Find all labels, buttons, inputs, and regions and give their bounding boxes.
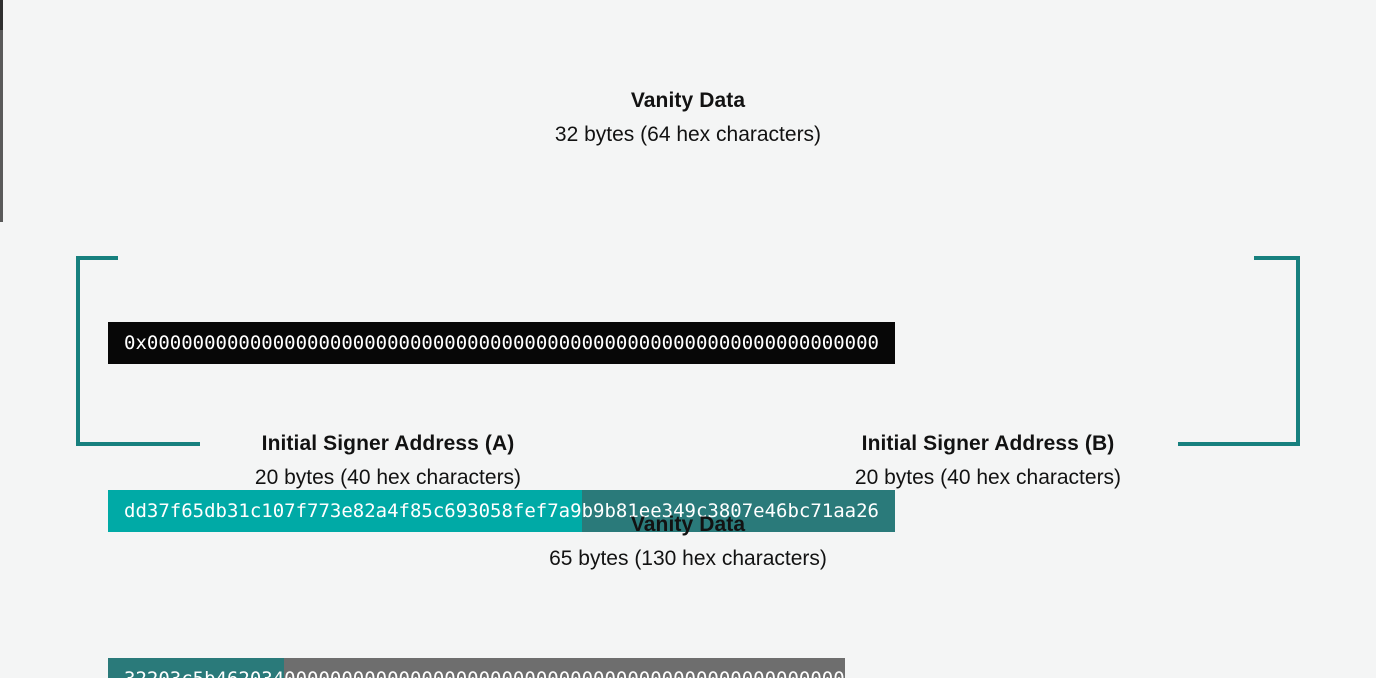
signer-b-bracket	[1178, 256, 1300, 446]
hex-row-3-signer-b-segment: 32203c5b462034	[108, 658, 285, 678]
signer-a-hex: dd37f65db31c107f773e82a4f85c693058fef7a9	[124, 500, 582, 522]
signer-a-title: Initial Signer Address (A)	[261, 432, 515, 455]
signer-a-subtitle: 20 bytes (40 hex characters)	[254, 466, 522, 489]
signer-a-bracket-top-arm	[76, 256, 118, 260]
vanity-data-top-title: Vanity Data	[630, 89, 746, 112]
vanity-data-top-subtitle: 32 bytes (64 hex characters)	[554, 123, 822, 146]
vanity-data-bottom-label: Vanity Data 65 bytes (130 hex characters…	[0, 512, 1376, 574]
vanity-data-bottom-subtitle: 65 bytes (130 hex characters)	[549, 547, 827, 570]
hex-row-3-zeros: 0000000000000000000000000000000000000000…	[284, 658, 845, 678]
signer-a-bracket-vertical	[76, 256, 80, 446]
vanity-data-top-label: Vanity Data 32 bytes (64 hex characters)	[0, 88, 1376, 150]
hex-row-2-signer-b-segment: b9b81ee349c3807e46bc71aa26	[581, 490, 895, 532]
hex-row-2: dd37f65db31c107f773e82a4f85c693058fef7a9…	[108, 490, 1267, 532]
signer-b-bracket-vertical	[1296, 256, 1300, 446]
hex-prefix: 0x	[124, 332, 147, 354]
hex-row-3-gray-segment: 0000000000000000000000000000000000000000…	[284, 658, 845, 678]
signer-a-bracket	[76, 256, 276, 446]
top-connector-tick	[0, 0, 3, 30]
signer-b-title: Initial Signer Address (B)	[861, 432, 1115, 455]
signer-b-label: Initial Signer Address (B) 20 bytes (40 …	[710, 431, 1266, 493]
hex-row-1-zeros: 0000000000000000000000000000000000000000…	[146, 332, 879, 354]
signer-b-subtitle: 20 bytes (40 hex characters)	[854, 466, 1122, 489]
signer-b-hex-part1: b9b81ee349c3807e46bc71aa26	[581, 500, 879, 522]
signer-b-bracket-bottom-arm	[1178, 442, 1300, 446]
signer-a-label: Initial Signer Address (A) 20 bytes (40 …	[110, 431, 666, 493]
signer-b-bracket-top-arm	[1254, 256, 1300, 260]
hex-row-3: 32203c5b46203400000000000000000000000000…	[108, 658, 1267, 678]
hex-row-2-signer-a-segment: dd37f65db31c107f773e82a4f85c693058fef7a9	[108, 490, 582, 532]
vanity-data-bottom-title: Vanity Data	[630, 513, 746, 536]
bottom-connector-tick	[0, 30, 3, 222]
signer-b-hex-part2: 32203c5b462034	[124, 658, 284, 678]
signer-a-bracket-bottom-arm	[76, 442, 200, 446]
